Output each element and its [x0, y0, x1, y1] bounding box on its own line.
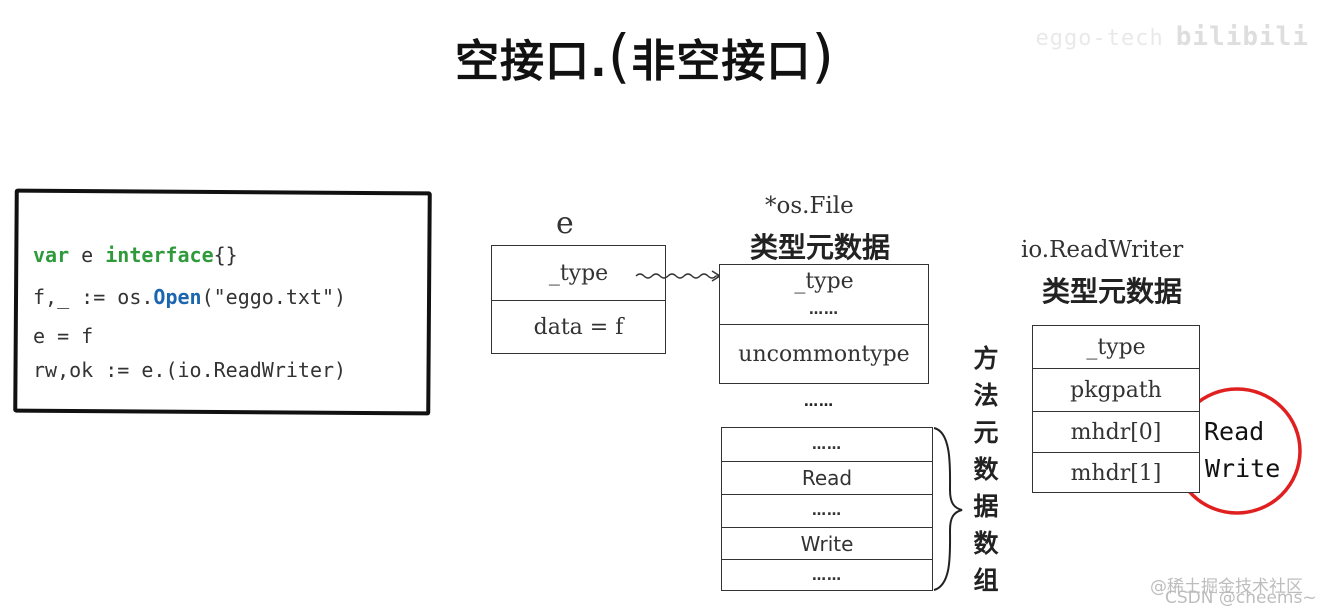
watermark-channel: eggo-tech [1035, 26, 1164, 51]
osfile-field-uncommontype: uncommontype [720, 324, 928, 384]
title-close-paren: ) [811, 22, 835, 90]
methods-row-4: …… [722, 559, 932, 591]
readwriter-field-mhdr1: mhdr[1] [1033, 452, 1199, 493]
e-field-data: data = f [492, 300, 665, 354]
osfile-between-dots: …… [804, 394, 834, 410]
annotation-read: Read [1204, 417, 1265, 446]
e-field-type: _type [548, 260, 609, 286]
methods-row-0: …… [812, 436, 842, 453]
osfile-struct-box: _type …… uncommontype [719, 264, 929, 384]
osfile-field-ellipsis: …… [809, 302, 839, 318]
methods-row-read: Read [722, 461, 932, 494]
keyword-interface: interface [105, 243, 214, 267]
e-label: e [556, 206, 574, 241]
function-open: Open [153, 285, 202, 309]
readwriter-field-pkgpath: pkgpath [1033, 368, 1199, 411]
curly-brace [933, 427, 963, 591]
osfile-label: *os.File [765, 193, 854, 219]
code-open-args: ("eggo.txt") [201, 285, 347, 309]
title-open-paren: ( [607, 22, 632, 90]
code-var-name: e [69, 243, 106, 267]
e-struct-box: _type data = f [491, 245, 666, 354]
osfile-caption: 类型元数据 [750, 231, 891, 264]
vert-char: 据 [973, 492, 999, 521]
vert-char: 数 [973, 529, 999, 558]
code-line-1: var e interface{} [33, 243, 238, 267]
readwriter-field-type: _type [1086, 334, 1146, 360]
readwriter-field-mhdr0: mhdr[0] [1033, 411, 1199, 452]
readwriter-caption: 类型元数据 [1042, 275, 1183, 308]
title-main: 空接口. [455, 36, 608, 87]
top-watermark: eggo-tech bilibili [1036, 22, 1309, 52]
vert-char: 法 [973, 381, 999, 410]
vert-char: 方 [973, 344, 999, 373]
keyword-var: var [33, 243, 70, 267]
vert-char: 数 [973, 455, 999, 484]
title-sub: 非空接口 [631, 36, 812, 87]
code-line-3: e = f [33, 324, 94, 348]
osfile-field-type: _type [794, 268, 854, 294]
code-line-2: f,_ := os.Open("eggo.txt") [33, 285, 346, 309]
code-line-4: rw,ok := e.(io.ReadWriter) [33, 358, 347, 382]
bottom-watermark-csdn: CSDN @cheems~ [1165, 588, 1317, 608]
methods-row-2: …… [722, 494, 932, 527]
code-braces: {} [213, 243, 238, 267]
page-title: 空接口.(非空接口) [455, 22, 835, 90]
bottom-watermark-juejin: @稀土掘金技术社区 [1150, 577, 1303, 597]
bilibili-logo: bilibili [1175, 22, 1309, 52]
wavy-arrow [635, 273, 720, 279]
readwriter-label: io.ReadWriter [1021, 237, 1184, 263]
methods-vertical-caption: 方 法 元 数 据 数 组 [968, 340, 1004, 599]
readwriter-struct-box: _type pkgpath mhdr[0] mhdr[1] [1032, 325, 1200, 493]
vert-char: 组 [973, 566, 999, 595]
vert-char: 元 [973, 418, 999, 447]
annotation-write: Write [1205, 454, 1281, 483]
code-assign-prefix: f,_ := os. [33, 285, 154, 309]
methods-array-box: …… Read …… Write …… [721, 427, 933, 591]
methods-row-write: Write [722, 527, 932, 559]
